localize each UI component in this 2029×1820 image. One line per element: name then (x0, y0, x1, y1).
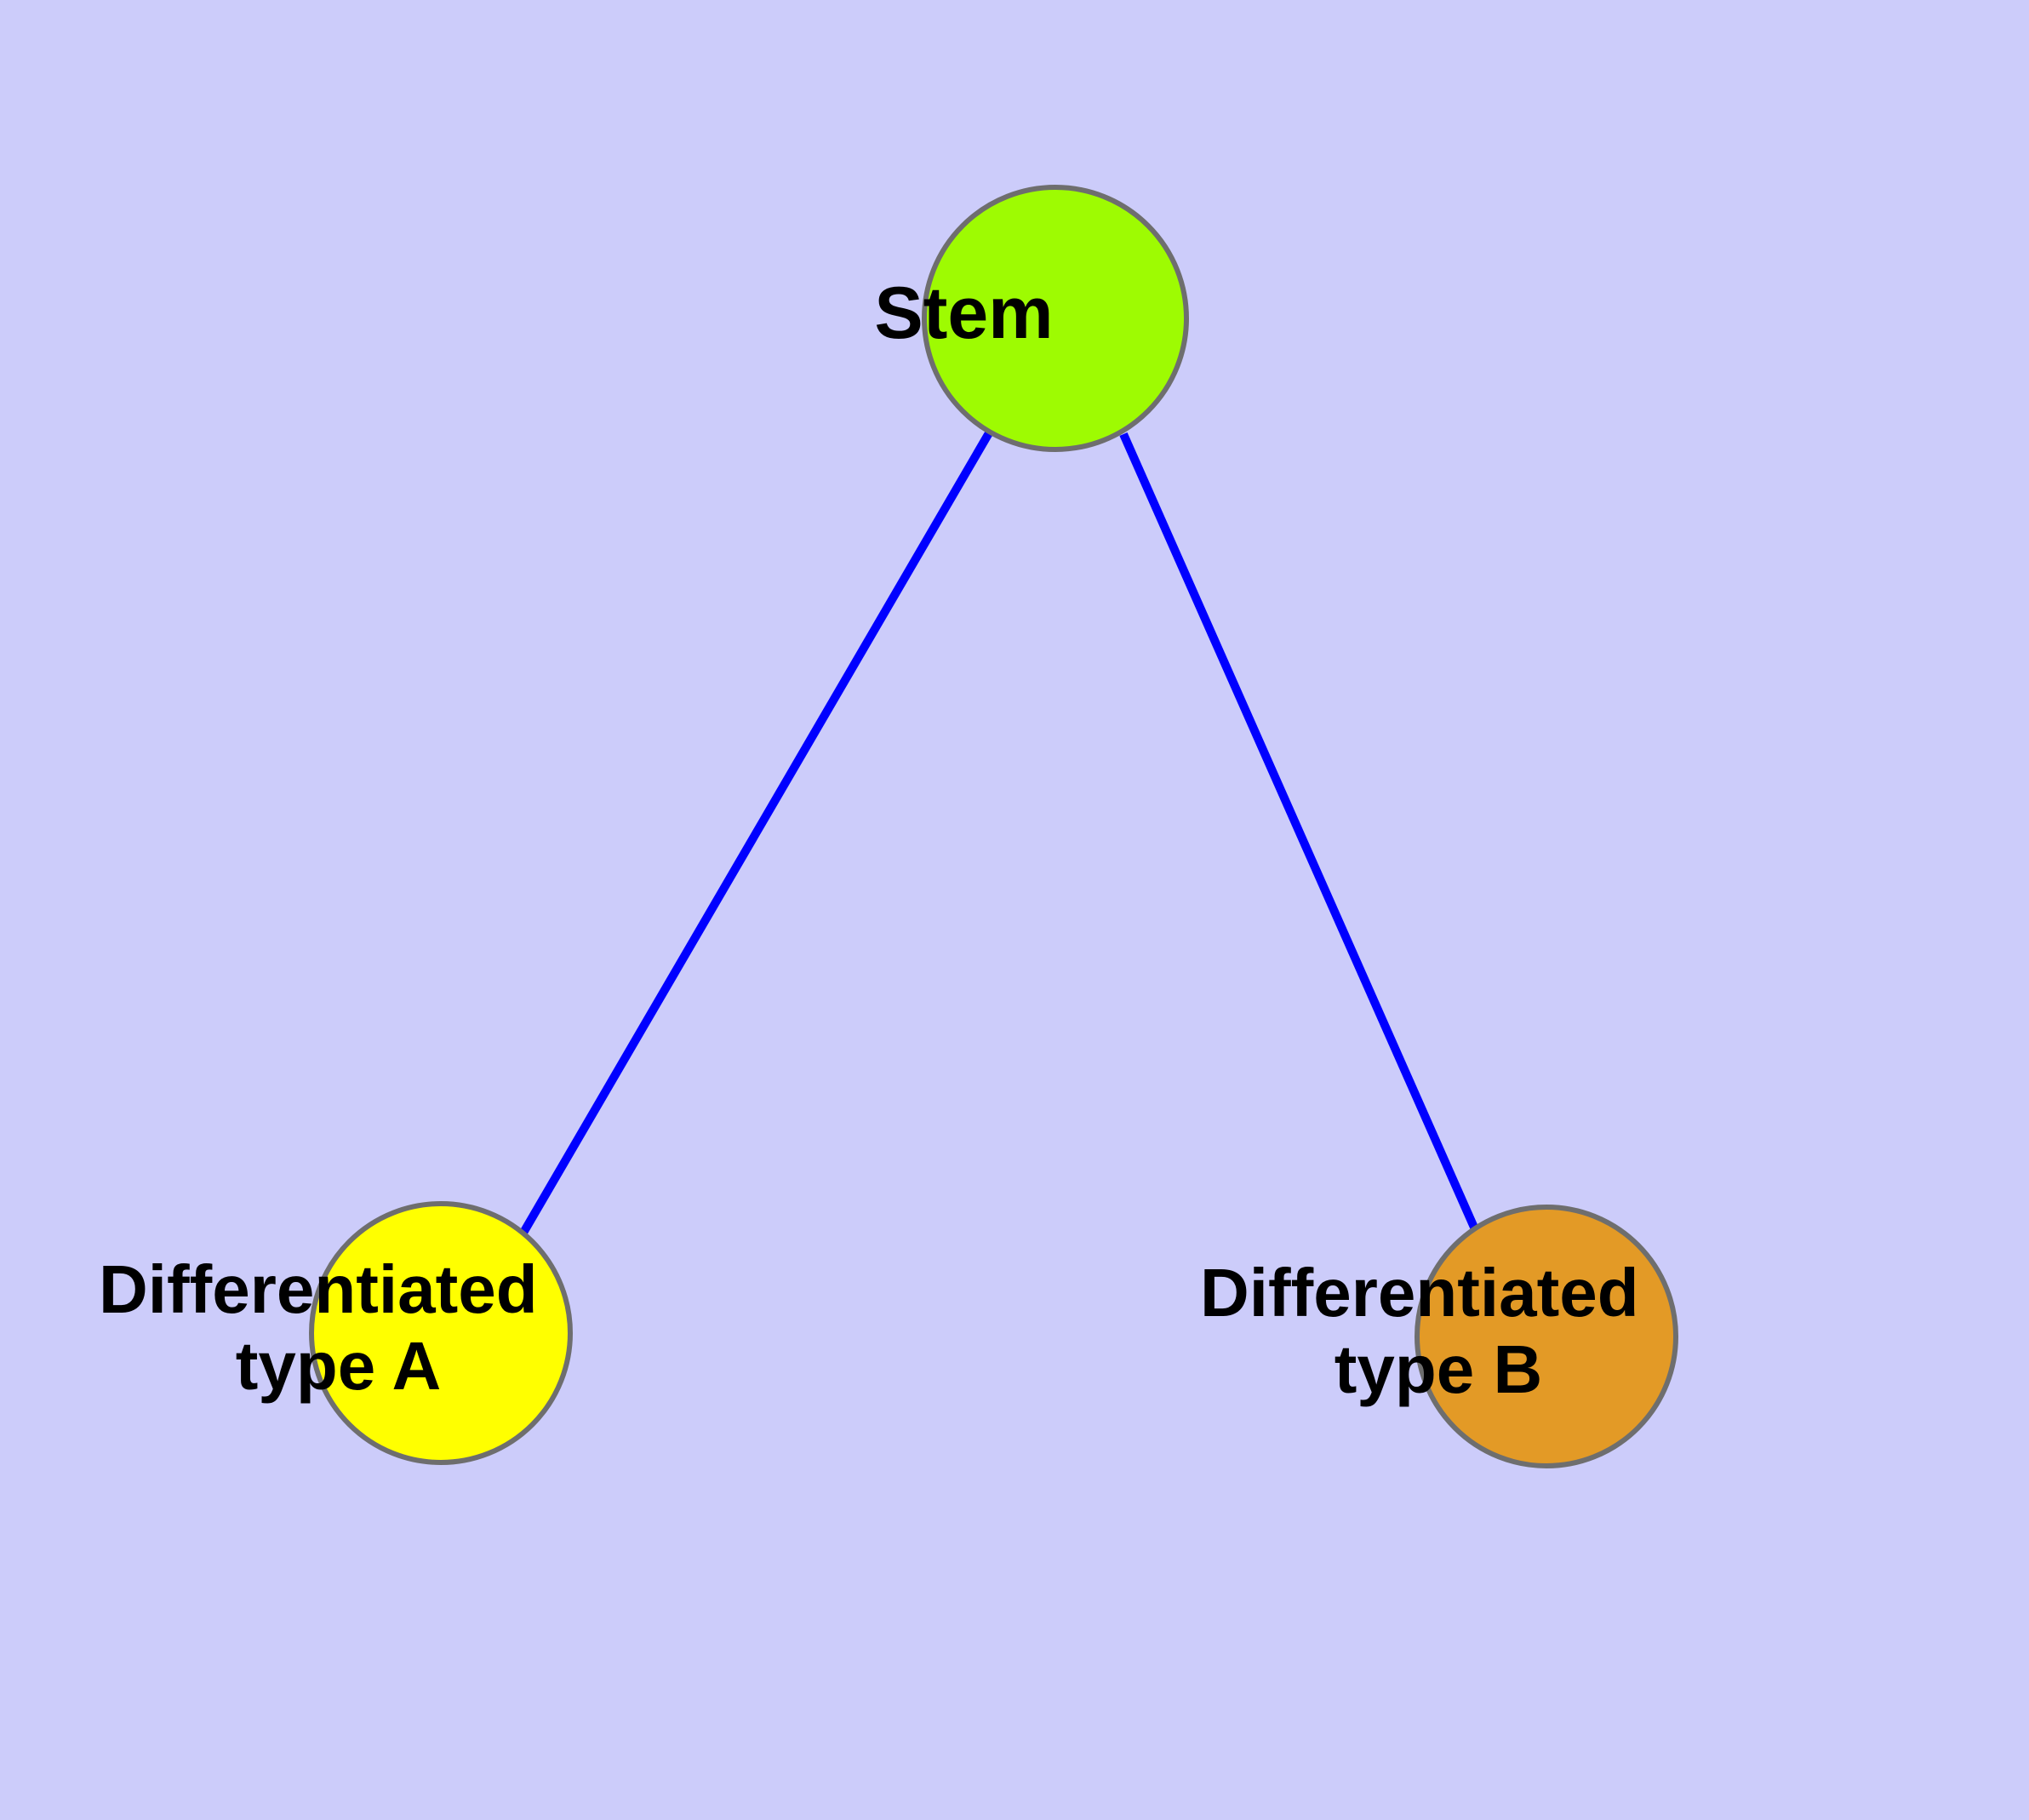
node-stem-circle[interactable] (922, 185, 1189, 452)
node-differentiated-type-a-circle[interactable] (309, 1201, 573, 1465)
edge-stem-to-differentiated-type-a[interactable] (519, 429, 994, 1235)
node-differentiated-type-b-label: Differentiated type B (1200, 1255, 1639, 1407)
node-layer: Stem Differentiated type A Differentiate… (0, 0, 1847, 1468)
node-stem-label: Stem (0, 0, 1237, 354)
node-differentiated-type-b-label-line-1: Differentiated (1200, 1255, 1639, 1331)
node-differentiated-type-b-circle[interactable] (1415, 1205, 1678, 1468)
node-differentiated-type-b-label-line-2: type B (1335, 1331, 1543, 1407)
node-differentiated-type-a-label: Differentiated type A (0, 0, 746, 1404)
node-differentiated-type-a-label-line-1: Differentiated (99, 1251, 538, 1327)
node-stem-label-line-1: Stem (874, 272, 1053, 354)
node-differentiated-type-a[interactable]: Differentiated type A (0, 0, 746, 1465)
node-stem[interactable]: Stem (0, 0, 1237, 452)
edge-stem-to-differentiated-type-b[interactable] (1119, 432, 1479, 1232)
node-differentiated-type-b[interactable]: Differentiated type B (0, 0, 1847, 1468)
edge-layer (519, 429, 1479, 1235)
node-differentiated-type-a-label-line-2: type A (236, 1328, 440, 1404)
